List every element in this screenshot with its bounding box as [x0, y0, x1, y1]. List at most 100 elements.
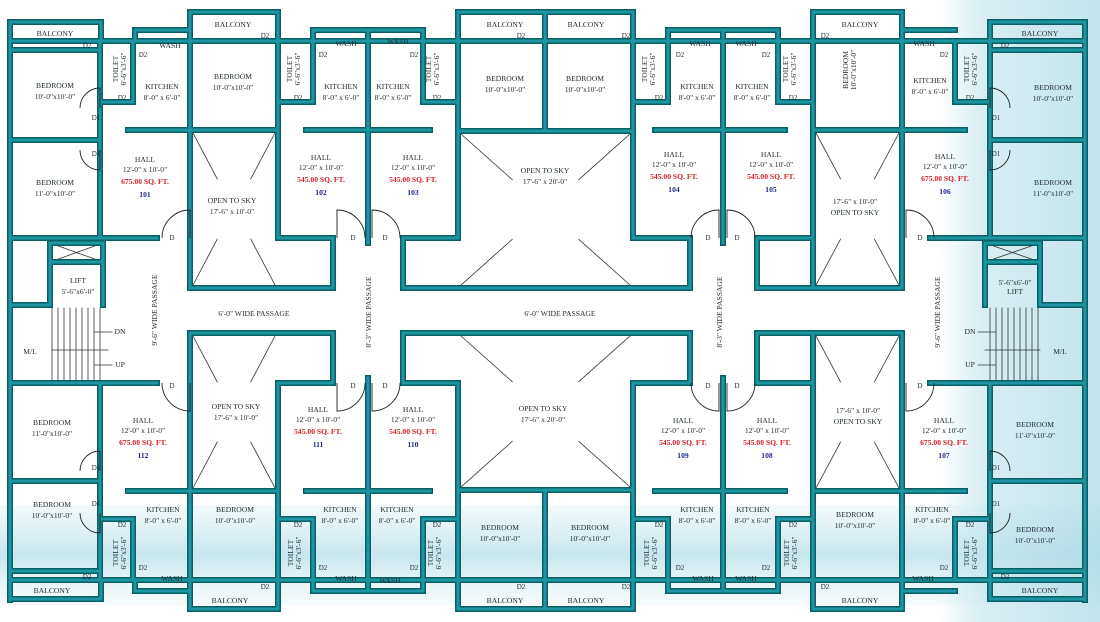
- toilet-label-size: 6'-6"x3'-6": [432, 53, 441, 86]
- lift-shaft-cross: [984, 242, 1041, 263]
- toilet-label-size: 6'-6"x3'-6": [434, 537, 443, 570]
- unit-area: 545.00 SQ. FT.: [659, 438, 707, 447]
- open-to-sky-diagonal: [250, 132, 276, 180]
- hall-size: 12'-0" x 10'-0": [923, 162, 967, 171]
- open-to-sky-diagonal: [578, 440, 631, 488]
- bedroom-label: BEDROOM: [36, 81, 74, 90]
- toilet-label: TOILET: [424, 55, 433, 82]
- open-to-sky-diagonal: [873, 132, 900, 180]
- unit-number: 102: [315, 188, 327, 197]
- door-swing-icon: [79, 87, 101, 109]
- bedroom-label: BEDROOM: [566, 74, 604, 83]
- door-label: D2: [789, 521, 798, 529]
- door-label: D2: [622, 583, 631, 591]
- hall-label: HALL: [403, 153, 424, 162]
- wash-label: WASH: [335, 39, 357, 48]
- bedroom-label: BEDROOM: [216, 505, 254, 514]
- balcony-label: BALCONY: [34, 586, 71, 595]
- open-to-sky-diagonal: [815, 441, 842, 489]
- toilet-label: TOILET: [111, 539, 120, 566]
- bedroom-label-size: 10'-0"x10'-0": [485, 85, 526, 94]
- door-label: D2: [762, 564, 771, 572]
- toilet-label-size: 6'-6"x3'-6": [790, 537, 799, 570]
- passage-label: 9'-6" WIDE PASSAGE: [150, 274, 159, 345]
- open-to-sky-diagonal: [873, 335, 900, 383]
- door-swing-icon: [726, 209, 756, 239]
- unit-area: 675.00 SQ. FT.: [121, 177, 169, 186]
- bedroom-label: BEDROOM: [1034, 178, 1072, 187]
- door-swing-icon: [905, 209, 935, 239]
- lift-label: LIFT: [1007, 287, 1023, 296]
- door-label: D2: [655, 521, 664, 529]
- bedroom-label-size: 10'-0"x10'-0": [849, 50, 858, 91]
- toilet-label: TOILET: [426, 539, 435, 566]
- machine-room-label: M/L: [23, 347, 37, 356]
- bedroom-label-size: 11'-0"x10'-0": [32, 429, 72, 438]
- door-swing-icon: [79, 149, 101, 171]
- door-label: D: [705, 382, 710, 390]
- bedroom-label: BEDROOM: [214, 72, 252, 81]
- open-to-sky-diagonal: [460, 440, 513, 488]
- open-to-sky-label: OPEN TO SKY: [208, 196, 257, 205]
- open-to-sky-label: OPEN TO SKY: [831, 208, 880, 217]
- kitchen-label: KITCHEN: [735, 82, 769, 91]
- wash-label: WASH: [335, 574, 357, 583]
- door-label: D2: [517, 32, 526, 40]
- hall-size: 12'-0" x 10'-0": [391, 163, 435, 172]
- wash-label: WASH: [912, 574, 934, 583]
- hall-label: HALL: [757, 416, 778, 425]
- bedroom-label-size: 10'-0"x10'-0": [215, 516, 256, 525]
- hall-label: HALL: [133, 416, 154, 425]
- unit-number: 101: [139, 190, 151, 199]
- kitchen-label-size: 8'-0" x 6'-0": [144, 93, 181, 102]
- hall-label: HALL: [664, 150, 685, 159]
- open-to-sky-label-size: 17'-6" x 20'-0": [521, 415, 565, 424]
- toilet-label-size: 6'-6"x3'-6": [119, 53, 128, 86]
- bedroom-label-size: 10'-0"x10'-0": [32, 511, 73, 520]
- bedroom-label-size: 10'-0"x10'-0": [1015, 536, 1056, 545]
- door-label: D2: [517, 583, 526, 591]
- door-label: D1: [92, 464, 101, 472]
- door-label: D2: [966, 521, 975, 529]
- unit-number: 107: [938, 451, 950, 460]
- hall-size: 12'-0" x 10'-0": [749, 160, 793, 169]
- unit-area: 545.00 SQ. FT.: [650, 172, 698, 181]
- lift-label: LIFT: [70, 276, 86, 285]
- door-label: D2: [622, 32, 631, 40]
- door-label: D2: [940, 564, 949, 572]
- hall-size: 12'-0" x 10'-0": [391, 415, 435, 424]
- hall-size: 12'-0" x 10'-0": [745, 426, 789, 435]
- door-label: D2: [1001, 573, 1010, 581]
- stair-up-label: UP: [965, 360, 975, 369]
- hall-label: HALL: [673, 416, 694, 425]
- balcony-label: BALCONY: [568, 596, 605, 605]
- door-label: D1: [992, 150, 1001, 158]
- open-to-sky-diagonal: [460, 238, 513, 286]
- toilet-label-size: 6'-6"x3'-6": [970, 53, 979, 86]
- hall-size: 12'-0" x 10'-0": [296, 415, 340, 424]
- door-label: D: [382, 382, 387, 390]
- door-label: D: [705, 234, 710, 242]
- door-label: D: [382, 234, 387, 242]
- door-label: D: [734, 382, 739, 390]
- balcony-label: BALCONY: [487, 596, 524, 605]
- balcony-label: BALCONY: [842, 20, 879, 29]
- bedroom-label: BEDROOM: [33, 418, 71, 427]
- bedroom-label-size: 10'-0"x10'-0": [213, 83, 254, 92]
- passage-label: 8'-3" WIDE PASSAGE: [715, 276, 724, 347]
- bedroom-label: BEDROOM: [836, 510, 874, 519]
- toilet-label-size: 6'-6"x3'-6": [650, 537, 659, 570]
- unit-area: 545.00 SQ. FT.: [743, 438, 791, 447]
- balcony-label: BALCONY: [568, 20, 605, 29]
- door-label: D2: [821, 583, 830, 591]
- hall-size: 12'-0" x 10'-0": [922, 426, 966, 435]
- unit-number: 109: [677, 451, 689, 460]
- open-to-sky-diagonal: [578, 335, 631, 383]
- toilet-label: TOILET: [782, 539, 791, 566]
- door-swing-icon: [989, 512, 1011, 534]
- open-to-sky-diagonal: [578, 133, 631, 181]
- balcony-label: BALCONY: [215, 20, 252, 29]
- door-label: D1: [92, 500, 101, 508]
- open-to-sky-size: 17'-6" x 10'-0": [833, 197, 877, 206]
- hall-size: 12'-0" x 10'-0": [652, 160, 696, 169]
